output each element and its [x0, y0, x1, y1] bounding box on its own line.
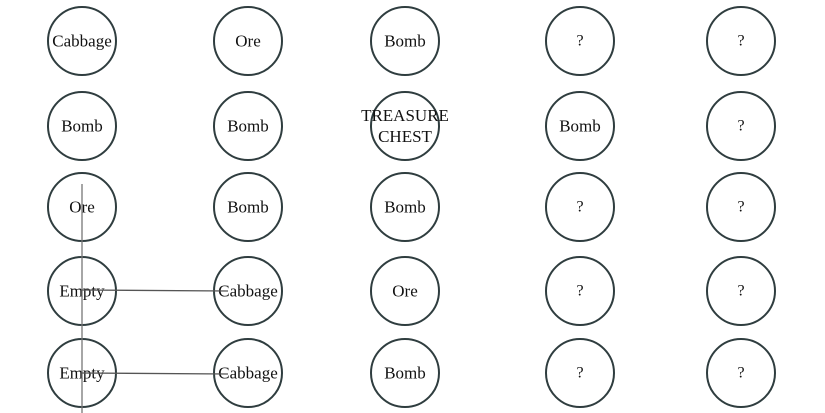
hidden-cell-label: ? — [737, 364, 745, 382]
cell-r1-c5[interactable]: ? — [706, 6, 776, 76]
hidden-cell-label: ? — [576, 198, 584, 216]
cell-r2-c5[interactable]: ? — [706, 91, 776, 161]
hidden-cell-label: ? — [737, 198, 745, 216]
cell-r3-c4[interactable]: ? — [545, 172, 615, 242]
cell-label: Ore — [235, 31, 261, 51]
cell-r4-c2[interactable]: Cabbage — [213, 256, 283, 326]
cell-r1-c2[interactable]: Ore — [213, 6, 283, 76]
cell-label: Empty — [59, 363, 105, 383]
cell-r4-c1[interactable]: Empty — [47, 256, 117, 326]
cell-label: Bomb — [384, 197, 426, 217]
cell-label: Bomb — [384, 31, 426, 51]
hidden-cell-label: ? — [576, 32, 584, 50]
cell-label: Ore — [392, 281, 418, 301]
cell-r3-c3[interactable]: Bomb — [370, 172, 440, 242]
cell-r5-c1[interactable]: Empty — [47, 338, 117, 408]
cell-r5-c3[interactable]: Bomb — [370, 338, 440, 408]
cell-r3-c1[interactable]: Ore — [47, 172, 117, 242]
cell-label: Bomb — [227, 116, 269, 136]
hidden-cell-label: ? — [737, 117, 745, 135]
treasure-chest-label: TREASURE CHEST — [361, 106, 449, 146]
cell-label: Cabbage — [52, 31, 112, 51]
cell-r4-c3[interactable]: Ore — [370, 256, 440, 326]
cell-r1-c4[interactable]: ? — [545, 6, 615, 76]
cell-r2-c4[interactable]: Bomb — [545, 91, 615, 161]
cell-r5-c2[interactable]: Cabbage — [213, 338, 283, 408]
cell-label: Ore — [69, 197, 95, 217]
cell-r2-c1[interactable]: Bomb — [47, 91, 117, 161]
cell-r2-c3[interactable]: TREASURE CHEST — [361, 91, 449, 161]
hidden-cell-label: ? — [737, 282, 745, 300]
cell-label: Cabbage — [218, 281, 278, 301]
cell-r1-c1[interactable]: Cabbage — [47, 6, 117, 76]
cell-label: Bomb — [227, 197, 269, 217]
cell-r3-c2[interactable]: Bomb — [213, 172, 283, 242]
cell-r2-c2[interactable]: Bomb — [213, 91, 283, 161]
cell-label: Empty — [59, 281, 105, 301]
cell-label: Bomb — [384, 363, 426, 383]
cell-r4-c5[interactable]: ? — [706, 256, 776, 326]
cell-label: Bomb — [61, 116, 103, 136]
cell-r3-c5[interactable]: ? — [706, 172, 776, 242]
cell-r1-c3[interactable]: Bomb — [370, 6, 440, 76]
hidden-cell-label: ? — [737, 32, 745, 50]
cell-r5-c4[interactable]: ? — [545, 338, 615, 408]
cell-label: Cabbage — [218, 363, 278, 383]
cell-r5-c5[interactable]: ? — [706, 338, 776, 408]
hidden-cell-label: ? — [576, 282, 584, 300]
cell-label: Bomb — [559, 116, 601, 136]
cell-r4-c4[interactable]: ? — [545, 256, 615, 326]
hidden-cell-label: ? — [576, 364, 584, 382]
